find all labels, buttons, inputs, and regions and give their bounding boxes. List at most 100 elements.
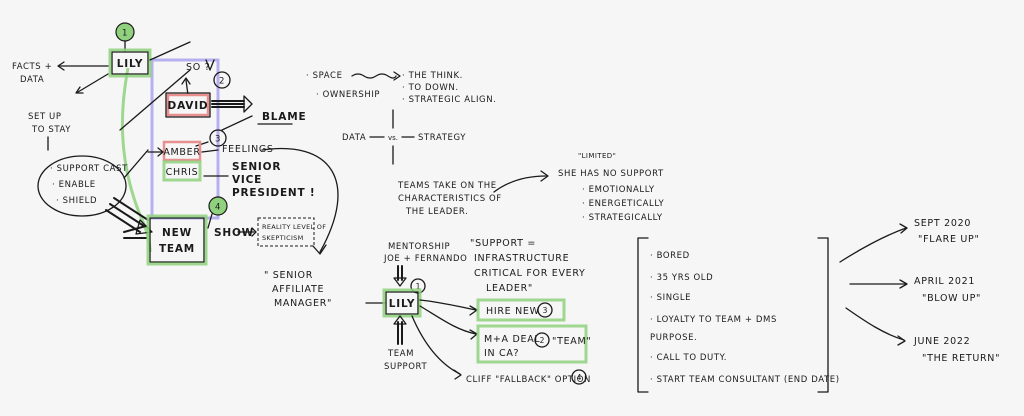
cliff-badge-label: 4: [577, 373, 582, 382]
timeline-3-quote: "THE RETURN": [922, 353, 1000, 364]
badge-3-label: 3: [215, 135, 221, 145]
list-bracket-right: [817, 237, 829, 393]
svp-line-2: VICE: [232, 174, 262, 186]
teams-line-3: THE LEADER.: [405, 207, 468, 217]
chris-green-outline: [162, 160, 202, 182]
david-red-outline: [166, 93, 210, 117]
she-item-1: · EMOTIONALLY: [582, 185, 655, 195]
ma-badge-circle: [534, 332, 550, 348]
ownership-label: · OWNERSHIP: [316, 90, 380, 100]
arrow-svp-to-sam: [261, 147, 339, 253]
timeline-1-quote: "FLARE UP": [918, 234, 980, 245]
arrow-david-blame: [211, 100, 245, 108]
arrow-lily-hire: [419, 299, 477, 311]
timeline-3-date: JUNE 2022: [913, 336, 970, 347]
team-support-2: SUPPORT: [384, 362, 427, 372]
she-item-2: · ENERGETICALLY: [582, 199, 665, 209]
so-arrow: [205, 59, 215, 71]
arrow-support-amber: [123, 149, 149, 179]
bottom-lily-box: [385, 291, 419, 315]
hire-new-green: [476, 298, 566, 322]
arrow-to-blame: [221, 115, 253, 131]
purple-bracket: [150, 58, 220, 220]
support-quote-1: "SUPPORT =: [470, 238, 536, 249]
facts-label-2: DATA: [20, 75, 44, 85]
arrow-to-sept: [839, 227, 907, 263]
list-bracket-left: [637, 237, 649, 393]
data-label: DATA: [342, 133, 366, 143]
arrow-team-support-up: [397, 321, 403, 345]
bottom-badge-1-label: 1: [416, 282, 421, 291]
list-item-6: · CALL TO DUTY.: [650, 353, 727, 363]
teams-line-1: TEAMS TAKE ON THE: [397, 181, 497, 191]
ma-line-1: M+A DEAL: [484, 334, 540, 345]
teams-line-2: CHARACTERISTICS OF: [398, 194, 502, 204]
ma-badge-label: 2: [540, 336, 545, 345]
cliff-label: CLIFF "FALLBACK" OPTION: [466, 375, 591, 385]
new-team-green: [146, 214, 208, 266]
hire-badge-circle: [537, 302, 553, 318]
badge-4-circle: [208, 196, 228, 216]
team-support-1: TEAM: [387, 349, 414, 359]
new-team-line-2: TEAM: [159, 243, 195, 255]
list-item-1: · BORED: [650, 251, 690, 261]
reality-line-1: REALITY LEVEL OF: [262, 223, 326, 231]
feelings-label: FEELINGS: [222, 144, 274, 155]
support-cast-oval: [37, 155, 127, 217]
cliff-badge-circle: [571, 369, 587, 385]
sam-line-1: " SENIOR: [264, 270, 313, 281]
badge-2-circle: [213, 71, 231, 89]
arrow-lily-ma: [419, 305, 477, 335]
david-box: [165, 92, 211, 118]
space-label: · SPACE: [306, 71, 343, 81]
blame-label: BLAME: [262, 111, 306, 123]
svp-line-1: SENIOR: [232, 161, 281, 173]
think-2: · TO DOWN.: [402, 83, 459, 93]
david-label: DAVID: [168, 100, 209, 112]
badge-4-label: 4: [215, 203, 221, 213]
lily-green-outline: [108, 48, 152, 78]
sam-line-2: AFFILIATE: [272, 284, 324, 295]
team-quote-label: "TEAM": [552, 336, 591, 347]
badge-1-label: 1: [122, 29, 128, 39]
limited-label: "LIMITED": [578, 152, 616, 160]
reality-line-2: SKEPTICISM: [262, 234, 304, 242]
show-label: SHOW: [214, 227, 254, 239]
so-label: SO ?: [186, 62, 210, 73]
bottom-lily-label: LILY: [389, 298, 415, 310]
timeline-2-date: APRIL 2021: [914, 276, 975, 287]
list-item-5: PURPOSE.: [650, 333, 697, 343]
hire-badge-label: 3: [543, 306, 548, 315]
facts-label-1: FACTS +: [12, 62, 52, 72]
she-has-label: SHE HAS NO SUPPORT: [558, 169, 664, 179]
svp-line-3: PRESIDENT !: [232, 187, 316, 199]
think-1: · THE THINK.: [402, 71, 463, 81]
strategy-label: STRATEGY: [418, 133, 466, 143]
support-item-2: · ENABLE: [52, 180, 96, 190]
new-team-box: [149, 217, 205, 263]
lily-label: LILY: [117, 58, 143, 70]
arrow-teams-she: [493, 175, 547, 193]
reality-box: [257, 217, 315, 247]
ma-line-2: IN CA?: [484, 348, 519, 359]
arrow-lily-set-up: [77, 73, 109, 93]
timeline-1-date: SEPT 2020: [914, 218, 971, 229]
set-up-line-2: TO STAY: [31, 125, 71, 135]
support-item-1: · SUPPORT CAST: [50, 164, 128, 174]
list-item-4: · LOYALTY TO TEAM + DMS: [650, 315, 777, 325]
support-quote-3: CRITICAL FOR EVERY: [474, 268, 586, 279]
sam-line-3: MANAGER": [274, 298, 332, 309]
lily-box: [111, 51, 149, 75]
timeline-2-quote: "BLOW UP": [922, 293, 981, 304]
support-quote-4: LEADER": [486, 283, 533, 294]
amber-label: AMBER: [163, 147, 200, 158]
squiggle-arrow: [351, 73, 397, 79]
badge-2-label: 2: [219, 77, 225, 87]
mentorship-line-2: JOE + FERNANDO: [383, 254, 467, 264]
mentorship-line-1: MENTORSHIP: [388, 242, 450, 252]
list-item-7: · START TEAM CONSULTANT (END DATE): [650, 375, 840, 385]
ma-green: [476, 324, 588, 364]
line-diagonal: [119, 69, 191, 131]
bottom-lily-green: [382, 288, 422, 318]
set-up-line-1: SET UP: [28, 112, 62, 122]
